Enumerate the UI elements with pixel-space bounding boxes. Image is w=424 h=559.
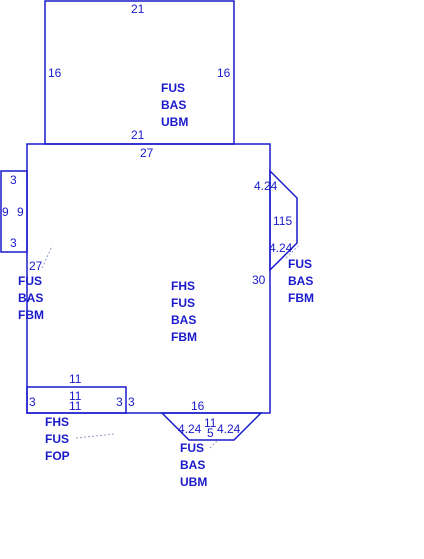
dim-left-outer: 9 bbox=[2, 205, 9, 219]
dim-top-top: 21 bbox=[131, 2, 145, 16]
dim-main-left: 27 bbox=[29, 259, 43, 273]
main-section-code: FBM bbox=[171, 330, 197, 344]
main-section-code: FHS bbox=[171, 279, 195, 293]
dim-bottom-top: 11 bbox=[204, 416, 217, 430]
dim-left-inner: 9 bbox=[17, 205, 24, 219]
left-section-code: FUS bbox=[18, 274, 42, 288]
dim-bottom-left: 4.24 bbox=[178, 422, 202, 436]
right-section-code: FUS bbox=[288, 257, 312, 271]
bottom-section-code: FUS bbox=[180, 441, 204, 455]
dim-right-top: 4.24 bbox=[254, 179, 278, 193]
main-section-label: FHS FUS BAS FBM bbox=[171, 278, 197, 346]
dim-porch-top-c: 11 bbox=[69, 399, 82, 413]
main-section-outline bbox=[26, 143, 271, 414]
main-section-code: BAS bbox=[171, 313, 197, 327]
bottom-section-code: UBM bbox=[180, 475, 208, 489]
dim-porch-right: 3 bbox=[116, 395, 123, 409]
porch-section-label: FHS FUS FOP bbox=[45, 414, 70, 465]
right-bay-outline bbox=[269, 169, 298, 272]
dim-main-right: 30 bbox=[252, 273, 266, 287]
porch-leader-line bbox=[75, 433, 115, 439]
porch-outline bbox=[26, 386, 127, 414]
dim-bottom-right: 4.24 bbox=[217, 422, 241, 436]
dim-bottom-mid: 5 bbox=[207, 426, 214, 440]
dim-right-outer: 115 bbox=[273, 214, 293, 228]
left-bay-outline bbox=[0, 170, 28, 253]
right-section-label: FUS BAS FBM bbox=[288, 256, 314, 307]
top-section-code: UBM bbox=[161, 115, 189, 129]
right-section-code: FBM bbox=[288, 291, 314, 305]
right-section-code: BAS bbox=[288, 274, 314, 288]
dim-main-bottom: 16 bbox=[191, 399, 205, 413]
dim-left-bottom: 3 bbox=[10, 236, 17, 250]
top-section-code: FUS bbox=[161, 81, 185, 95]
top-section-label: FUS BAS UBM bbox=[161, 80, 188, 131]
main-section-code: FUS bbox=[171, 296, 195, 310]
dim-porch-top-b: 11 bbox=[69, 389, 82, 403]
dim-main-top: 27 bbox=[140, 146, 154, 160]
porch-section-code: FHS bbox=[45, 415, 69, 429]
bottom-bay-outline bbox=[160, 412, 263, 441]
right-leader-line bbox=[285, 245, 299, 259]
bottom-leader-line bbox=[209, 439, 219, 449]
left-section-code: FBM bbox=[18, 308, 44, 322]
dim-top-right: 16 bbox=[217, 66, 231, 80]
dim-porch-top-a: 11 bbox=[69, 372, 82, 386]
bottom-section-label: FUS BAS UBM bbox=[180, 440, 207, 491]
top-section-outline bbox=[44, 0, 235, 145]
left-leader-line bbox=[41, 245, 53, 269]
left-section-label: FUS BAS FBM bbox=[18, 273, 44, 324]
dim-porch-right-outer: 3 bbox=[128, 395, 135, 409]
porch-section-code: FOP bbox=[45, 449, 70, 463]
top-section-code: BAS bbox=[161, 98, 187, 112]
dim-right-bottom: 4.24 bbox=[269, 241, 293, 255]
dim-porch-left: 3 bbox=[29, 395, 36, 409]
bottom-section-code: BAS bbox=[180, 458, 206, 472]
dim-top-bottom: 21 bbox=[131, 128, 145, 142]
porch-section-code: FUS bbox=[45, 432, 69, 446]
dim-top-left: 16 bbox=[48, 66, 62, 80]
left-section-code: BAS bbox=[18, 291, 44, 305]
dim-left-top: 3 bbox=[10, 173, 17, 187]
